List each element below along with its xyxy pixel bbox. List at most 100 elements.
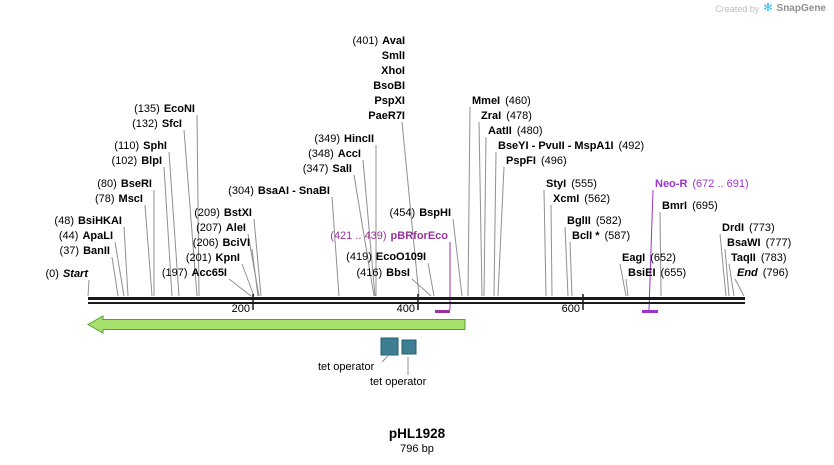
site-bsiei[interactable]: BsiEI(655): [628, 267, 687, 279]
tet-operator-label-2[interactable]: tet operator: [370, 376, 427, 388]
site-blpi[interactable]: (102)BlpI: [111, 155, 162, 167]
leader-line: [728, 263, 735, 297]
leader-line: [183, 129, 198, 297]
scale-label-600: 600: [561, 303, 580, 315]
site-bsawi[interactable]: BsaWI(777): [727, 237, 792, 249]
site-sfci[interactable]: (132)SfcI: [132, 118, 182, 130]
site-aatii[interactable]: AatII(480): [488, 125, 543, 137]
primer-label-pbrforeco[interactable]: (421 .. 439)pBRforEco: [330, 230, 448, 242]
leader-line: [619, 263, 627, 297]
site-bsobi[interactable]: BsoBI: [373, 80, 405, 92]
leader-line: [168, 151, 180, 297]
leader-line: [497, 166, 505, 297]
snapgene-credit: Created by ✻ SnapGene: [715, 2, 826, 15]
leader-line: [87, 279, 90, 297]
leader-line: [253, 218, 262, 297]
scale-label-400: 400: [396, 303, 415, 315]
feature-arrow-reverse[interactable]: [86, 315, 466, 334]
site-pspxi[interactable]: PspXI: [374, 95, 405, 107]
created-by-text: Created by: [715, 3, 760, 14]
site-banii[interactable]: (37)BanII: [59, 245, 110, 257]
site-bseyi-pvuii-mspa1i[interactable]: BseYI - PvuII - MspA1I(492): [498, 140, 645, 152]
leader-line-tet1: [381, 355, 389, 363]
site-styi[interactable]: StyI(555): [546, 178, 597, 190]
site-bsihkai[interactable]: (48)BsiHKAI: [54, 215, 122, 227]
site-start[interactable]: (0)Start: [45, 268, 88, 280]
leader-line: [483, 136, 487, 297]
leader-line-neo-r: [648, 189, 654, 311]
site-xhoi[interactable]: XhoI: [381, 65, 405, 77]
sequence-line-top: [88, 297, 745, 300]
leader-line: [362, 159, 376, 297]
site-sphi[interactable]: (110)SphI: [114, 140, 167, 152]
site-msci[interactable]: (78)MscI: [94, 193, 143, 205]
site-mmei[interactable]: MmeI(460): [472, 95, 531, 107]
site-bbsi[interactable]: (416)BbsI: [356, 267, 410, 279]
leader-line: [550, 204, 553, 297]
site-bcivi[interactable]: (206)BciVI: [192, 237, 250, 249]
feature-label-neo-r[interactable]: Neo-R(672 .. 691): [655, 178, 749, 190]
site-drdi[interactable]: DrdI(773): [722, 222, 775, 234]
site-avai[interactable]: (401)AvaI: [352, 35, 405, 47]
plasmid-title: pHL1928: [388, 426, 446, 441]
site-apali[interactable]: (44)ApaLI: [58, 230, 113, 242]
leader-lines: [87, 106, 745, 375]
tet-operator-box-1[interactable]: [380, 337, 399, 356]
leader-line: [401, 121, 420, 297]
site-bsphi[interactable]: (454)BspHI: [389, 207, 451, 219]
leader-line: [353, 174, 375, 297]
site-alei[interactable]: (207)AleI: [196, 222, 246, 234]
site-bseri[interactable]: (80)BseRI: [97, 178, 152, 190]
tet-operator-label-1[interactable]: tet operator: [318, 361, 375, 373]
leader-line: [467, 106, 471, 297]
leader-line: [493, 151, 497, 297]
site-taqii[interactable]: TaqII(783): [731, 252, 787, 264]
leader-line: [734, 278, 745, 297]
leader-line: [241, 263, 255, 297]
leader-line: [427, 262, 435, 297]
site-bcli[interactable]: BclI *(587): [572, 230, 631, 242]
site-acci[interactable]: (348)AccI: [308, 148, 361, 160]
site-sali[interactable]: (347)SalI: [302, 163, 352, 175]
leader-line: [196, 114, 200, 297]
site-hincii[interactable]: (349)HincII: [314, 133, 374, 145]
site-bsaai-snabi[interactable]: (304)BsaAI - SnaBI: [228, 185, 330, 197]
leader-line: [228, 278, 252, 297]
leader-line: [452, 218, 463, 297]
plasmid-length: 796 bp: [400, 443, 434, 455]
site-eagi[interactable]: EagI(652): [622, 252, 676, 264]
site-smli[interactable]: SmlI: [381, 50, 405, 62]
snapgene-brand: SnapGene: [776, 3, 826, 14]
tet-operator-box-2[interactable]: [401, 339, 417, 355]
leader-line: [123, 226, 129, 297]
site-acc65i[interactable]: (197)Acc65I: [161, 267, 227, 279]
leader-line: [625, 278, 629, 297]
leader-line: [719, 233, 727, 297]
site-bglii[interactable]: BglII(582): [567, 215, 622, 227]
leader-line: [144, 204, 153, 297]
sequence-line-bottom: [88, 302, 745, 304]
leader-line: [411, 278, 432, 297]
leader-line: [247, 233, 260, 297]
leader-line: [111, 256, 119, 297]
site-pspfi[interactable]: PspFI(496): [506, 155, 567, 167]
site-econi[interactable]: (135)EcoNI: [134, 103, 195, 115]
leader-line: [724, 248, 730, 297]
site-bstxi[interactable]: (209)BstXI: [194, 207, 252, 219]
leader-line: [114, 241, 125, 297]
leader-line: [659, 211, 662, 297]
site-zrai[interactable]: ZraI(478): [481, 110, 532, 122]
leader-line: [564, 226, 569, 297]
site-kpni[interactable]: (201)KpnI: [185, 252, 240, 264]
leader-line: [331, 196, 340, 297]
site-ecoo109i[interactable]: (419)EcoO109I: [346, 251, 426, 263]
leader-line: [478, 121, 483, 297]
site-paer7i[interactable]: PaeR7I: [368, 110, 405, 122]
snapgene-logo-icon: ✻: [763, 2, 773, 14]
site-end[interactable]: End(796): [737, 267, 789, 279]
site-xcmi[interactable]: XcmI(562): [553, 193, 610, 205]
leader-line: [163, 166, 173, 297]
site-bmri[interactable]: BmrI(695): [662, 200, 718, 212]
